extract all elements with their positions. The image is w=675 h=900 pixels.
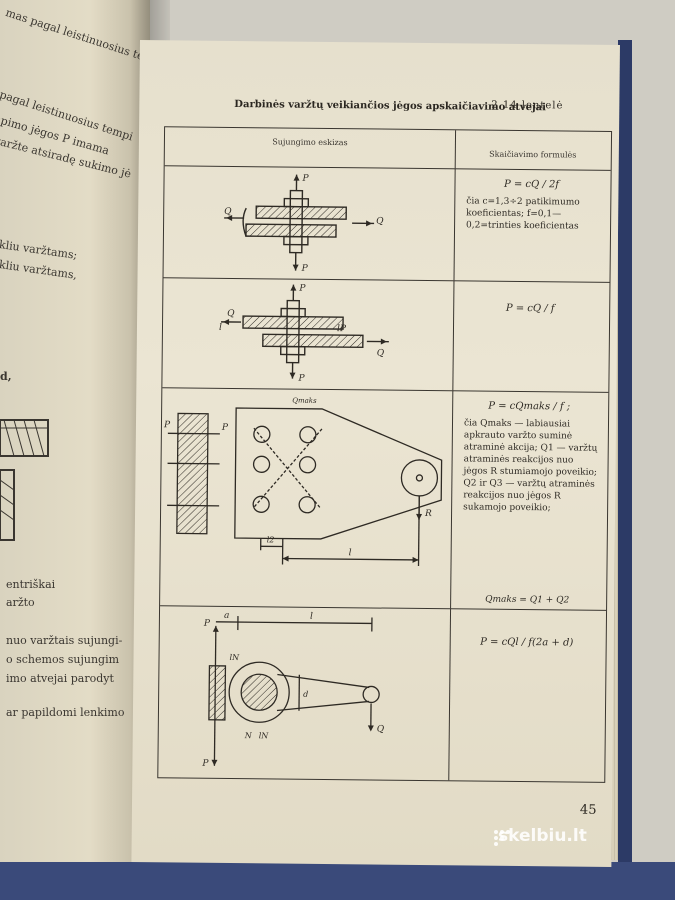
vector-formula: Qmaks = Q1 + Q2: [485, 594, 570, 606]
formula-note: čia Qmaks — labiausiai apkrauto varžto s…: [463, 418, 598, 514]
label-q-right: Q: [377, 348, 385, 358]
label-l: l: [310, 612, 313, 622]
label-q-left: Q: [224, 207, 232, 217]
formula-cell: P = cQmaks / f ; čia Qmaks — labiausiai …: [452, 390, 604, 610]
bracket-bolt-group-sketch: Qmaks P P R l2 l: [163, 397, 443, 566]
label-d: d: [303, 690, 308, 699]
label-p-top: P: [203, 619, 211, 629]
book-cover-edge: [618, 40, 632, 880]
header-sketch: Sujungimo eskizas: [164, 127, 457, 169]
table-row: P a l lN N lN Q P d P = cQl / f(2a + d): [158, 605, 606, 782]
label-fn-top: lN: [229, 653, 240, 662]
label-n: N: [244, 731, 253, 740]
formula-text: P = cQl / f(2a + d): [480, 636, 574, 649]
formula-cell: P = cQ / f: [454, 280, 605, 392]
label-q-left: Q: [227, 309, 235, 319]
table-row: P Q Q P l lP P = cQ / f: [162, 277, 610, 393]
table-header: Sujungimo eskizas Skaičiavimo formulės: [164, 127, 612, 171]
label-p-left: P: [163, 420, 171, 430]
watermark: skelbiu.lt: [498, 826, 587, 846]
table-row: P Q Q P P = cQ / 2f čia c=1,3÷2 patikimu…: [163, 165, 611, 283]
left-text-fragment: o schemos sujungim: [6, 653, 120, 666]
table-number: 2.14 lentelė: [491, 99, 564, 112]
table-row: Qmaks P P R l2 l P = cQmaks / f ; čia Qm…: [160, 387, 609, 611]
bolt-lap-joint-sketch: P Q Q P: [224, 174, 384, 274]
label-p-bottom: P: [301, 264, 309, 274]
left-text-fragment: kliu varžtams;: [0, 238, 79, 262]
bolt-double-joint-sketch: P Q Q P l lP: [219, 284, 389, 384]
label-fn-bottom: lN: [259, 731, 270, 740]
label-r: R: [424, 509, 432, 519]
left-text-fragment: mas pagal leistinuosius tem: [3, 6, 150, 67]
header-formula: Skaičiavimo formulės: [489, 149, 577, 160]
label-qmaks: Qmaks: [292, 397, 317, 405]
sketch-cell: P Q Q P l lP: [162, 277, 455, 391]
label-l: l: [219, 323, 222, 333]
watermark-logo-icon: [494, 830, 510, 846]
label-p-right: P: [221, 423, 229, 433]
formula-cell: P = cQ / 2f čia c=1,3÷2 patikimumo koefi…: [456, 168, 607, 282]
sketch-cell: P Q Q P: [163, 165, 456, 281]
label-q: Q: [377, 725, 385, 735]
sketch-cell: P a l lN N lN Q P d: [158, 605, 452, 781]
left-page-drawing: [0, 419, 49, 541]
book-cover-bottom: [0, 862, 675, 900]
left-text-fragment: d,: [0, 370, 12, 383]
formula-text: P = cQ / f: [505, 302, 555, 315]
label-p-top: P: [298, 284, 306, 294]
formula-cell: P = cQl / f(2a + d): [450, 608, 602, 782]
sketch-cell: Qmaks P P R l2 l: [160, 387, 454, 609]
lever-clamp-sketch: P a l lN N lN Q P d: [201, 611, 385, 769]
label-p-bottom: P: [201, 759, 209, 769]
formula-note: čia c=1,3÷2 patikimumo koeficientas; f=0…: [466, 196, 580, 232]
left-page: mas pagal leistinuosius tem pagal leisti…: [0, 0, 150, 870]
label-l: l: [349, 548, 352, 558]
label-q-right: Q: [376, 216, 384, 226]
left-text-fragment: imo atvejai parodyt: [6, 672, 114, 685]
page-number: 45: [579, 802, 597, 818]
label-lp: lP: [337, 324, 347, 334]
label-p-top: P: [302, 174, 310, 184]
left-text-fragment: aržto: [6, 596, 35, 609]
label-a: a: [224, 611, 229, 621]
left-text-fragment: entriškai: [6, 578, 56, 591]
left-text-fragment: kliu varžtams,: [0, 258, 78, 282]
left-text-fragment: ar papildomi lenkimo: [6, 706, 125, 719]
label-p-bottom: P: [297, 374, 305, 384]
formula-table: Sujungimo eskizas Skaičiavimo formulės: [157, 126, 613, 783]
label-l2: l2: [267, 535, 275, 544]
left-text-fragment: nuo varžtais sujungi-: [6, 634, 123, 647]
right-page: Darbinės varžtų veikiančios jėgos apskai…: [131, 40, 620, 867]
